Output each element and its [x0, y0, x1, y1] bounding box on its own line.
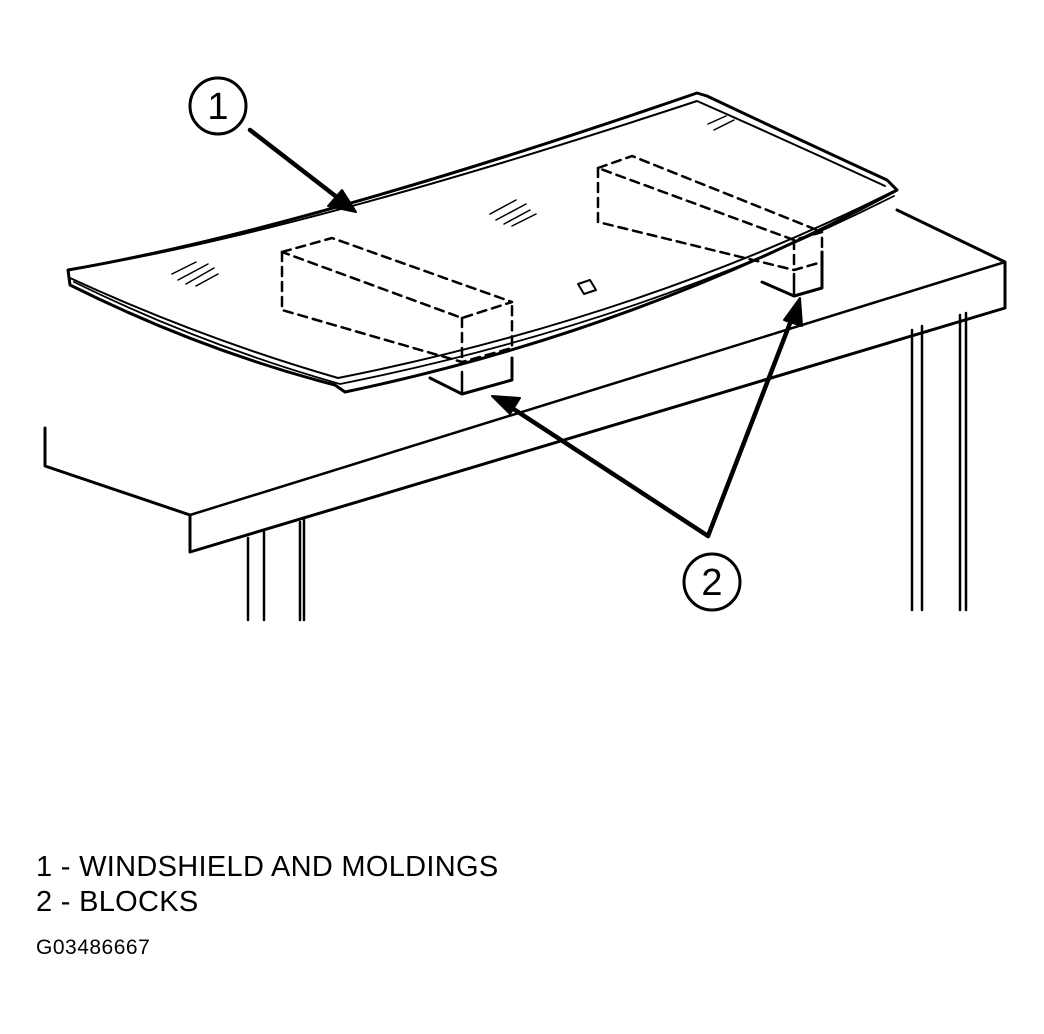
- legend-number: 2: [36, 886, 53, 918]
- table-leg-front-left: [246, 518, 306, 622]
- callout-2-number: 2: [701, 562, 722, 604]
- legend-number: 1: [36, 851, 53, 883]
- block-right-hidden: [596, 154, 824, 272]
- callout-2-circle: [682, 552, 742, 612]
- figure-id: G03486667: [36, 936, 151, 959]
- legend-item-2: 2 - BLOCKS: [36, 885, 499, 920]
- legend-label: WINDSHIELD AND MOLDINGS: [79, 851, 499, 883]
- callout-1-number: 1: [207, 86, 228, 128]
- callout-2-arrow-left: [509, 405, 711, 539]
- callout-2-arrow-right: [705, 315, 795, 539]
- callout-1: 1: [188, 76, 357, 213]
- legend-label: BLOCKS: [79, 886, 199, 918]
- table: [43, 208, 1007, 622]
- windshield-on-blocks-illustration: 1 2: [43, 76, 1007, 622]
- legend-separator: -: [52, 851, 80, 883]
- callout-1-circle: [188, 76, 248, 136]
- table-leg-front-right: [910, 311, 968, 612]
- block-left-hidden: [280, 236, 514, 364]
- windshield-outline: [66, 91, 899, 394]
- inspection-sticker: [577, 279, 597, 295]
- legend-item-1: 1 - WINDSHIELD AND MOLDINGS: [36, 850, 499, 885]
- callout-1-arrow: [247, 127, 341, 201]
- legend-separator: -: [52, 886, 80, 918]
- legend: 1 - WINDSHIELD AND MOLDINGS 2 - BLOCKS: [36, 850, 499, 920]
- windshield: [66, 91, 899, 394]
- block-right-visible: [760, 250, 824, 298]
- block-left-visible: [428, 356, 514, 396]
- callout-2: 2: [491, 297, 803, 612]
- glass-reflection: [171, 115, 735, 287]
